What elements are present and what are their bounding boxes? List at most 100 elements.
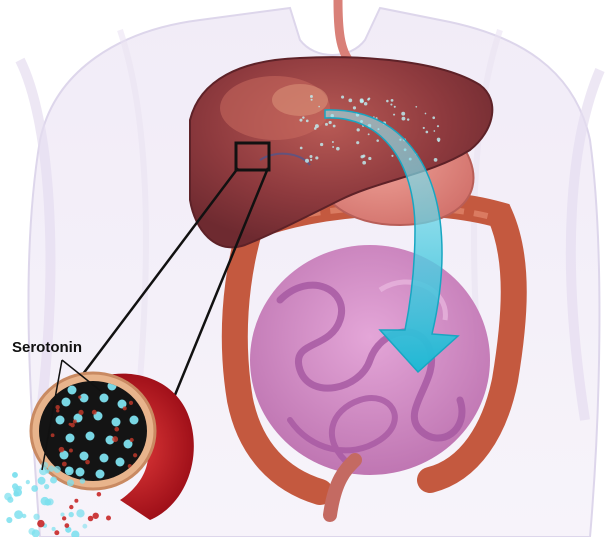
- released-particle: [45, 470, 49, 474]
- sparkle-particle: [315, 156, 318, 159]
- blood-cell: [59, 447, 65, 453]
- sparkle-particle: [432, 116, 435, 119]
- serotonin-particle: [100, 454, 109, 463]
- serotonin-particle: [80, 452, 89, 461]
- released-particle: [26, 480, 30, 484]
- sparkle-particle: [368, 157, 371, 160]
- sparkle-particle: [376, 139, 379, 142]
- sparkle-particle: [310, 159, 312, 161]
- blood-cell: [69, 423, 72, 426]
- serotonin-particle: [56, 416, 65, 425]
- sparkle-particle: [407, 118, 409, 120]
- blood-cell: [123, 406, 127, 410]
- sparkle-particle: [362, 161, 366, 165]
- released-blood-cell: [106, 516, 111, 521]
- sparkle-particle: [360, 155, 363, 158]
- blood-cell: [78, 410, 83, 415]
- released-particle: [69, 512, 74, 517]
- released-particle: [50, 477, 57, 484]
- released-blood-cell: [93, 513, 99, 519]
- blood-cell: [129, 401, 133, 405]
- sparkle-particle: [415, 106, 417, 108]
- serotonin-label: Serotonin: [12, 339, 82, 356]
- released-particle: [31, 485, 38, 492]
- sparkle-particle: [309, 155, 312, 158]
- released-blood-cell: [97, 492, 102, 497]
- serotonin-particle: [62, 398, 71, 407]
- serotonin-particle: [116, 458, 125, 467]
- blood-cell: [51, 433, 55, 437]
- sparkle-particle: [299, 119, 302, 122]
- sparkle-particle: [356, 141, 359, 144]
- sparkle-particle: [423, 127, 425, 129]
- sparkle-particle: [402, 117, 406, 121]
- blood-cell: [85, 460, 90, 465]
- blood-cell: [56, 409, 59, 412]
- blood-cell: [112, 436, 118, 442]
- released-blood-cell: [88, 516, 94, 522]
- sparkle-particle: [364, 102, 368, 106]
- blood-cell: [78, 395, 81, 398]
- released-particle: [17, 486, 22, 491]
- sparkle-particle: [357, 128, 360, 131]
- serotonin-particle: [100, 394, 109, 403]
- serotonin-particle: [86, 432, 95, 441]
- released-blood-cell: [37, 520, 44, 527]
- sparkle-particle: [434, 158, 438, 162]
- blood-cell: [114, 427, 119, 432]
- sparkle-particle: [386, 100, 389, 103]
- released-blood-cell: [74, 499, 78, 503]
- released-particle: [76, 509, 84, 517]
- released-particle: [54, 466, 61, 473]
- sparkle-particle: [391, 155, 393, 157]
- blood-cell: [73, 419, 77, 423]
- sparkle-particle: [348, 99, 352, 103]
- sparkle-particle: [438, 140, 440, 142]
- released-particle: [82, 524, 87, 529]
- sparkle-particle: [311, 99, 313, 101]
- released-particle: [12, 472, 18, 478]
- released-particle: [65, 466, 74, 475]
- serotonin-particle: [66, 434, 75, 443]
- sparkle-particle: [433, 130, 435, 132]
- sparkle-particle: [390, 103, 392, 105]
- sparkle-particle: [394, 106, 396, 108]
- sparkle-particle: [328, 121, 331, 124]
- blood-cell: [133, 453, 137, 457]
- sparkle-particle: [305, 159, 309, 163]
- sparkle-particle: [336, 147, 340, 151]
- blood-cell: [69, 449, 73, 453]
- released-blood-cell: [65, 523, 70, 528]
- blood-cell: [62, 462, 67, 467]
- sparkle-particle: [425, 113, 427, 115]
- released-particle: [41, 497, 49, 505]
- esophagus: [338, 0, 350, 62]
- released-particle: [13, 491, 19, 497]
- sparkle-particle: [310, 95, 313, 98]
- sparkle-particle: [325, 123, 328, 126]
- sparkle-particle: [437, 125, 439, 127]
- released-particle: [67, 479, 74, 486]
- sparkle-particle: [367, 98, 369, 100]
- released-blood-cell: [69, 505, 73, 509]
- sparkle-particle: [332, 146, 334, 148]
- sparkle-particle: [320, 143, 323, 146]
- released-particle: [7, 497, 13, 503]
- sparkle-particle: [300, 147, 303, 150]
- serotonin-particle: [112, 418, 121, 427]
- blood-cell: [92, 410, 97, 415]
- sparkle-particle: [368, 133, 370, 135]
- released-particle: [14, 510, 23, 519]
- sparkle-particle: [341, 96, 344, 99]
- sparkle-particle: [360, 98, 364, 102]
- released-particle: [6, 517, 12, 523]
- released-particle: [60, 512, 64, 516]
- sparkle-particle: [318, 106, 320, 108]
- sparkle-particle: [302, 116, 304, 118]
- released-particle: [44, 484, 49, 489]
- serotonin-particle: [68, 386, 77, 395]
- sparkle-particle: [353, 106, 356, 109]
- sparkle-particle: [426, 131, 429, 134]
- serotonin-particle: [76, 468, 85, 477]
